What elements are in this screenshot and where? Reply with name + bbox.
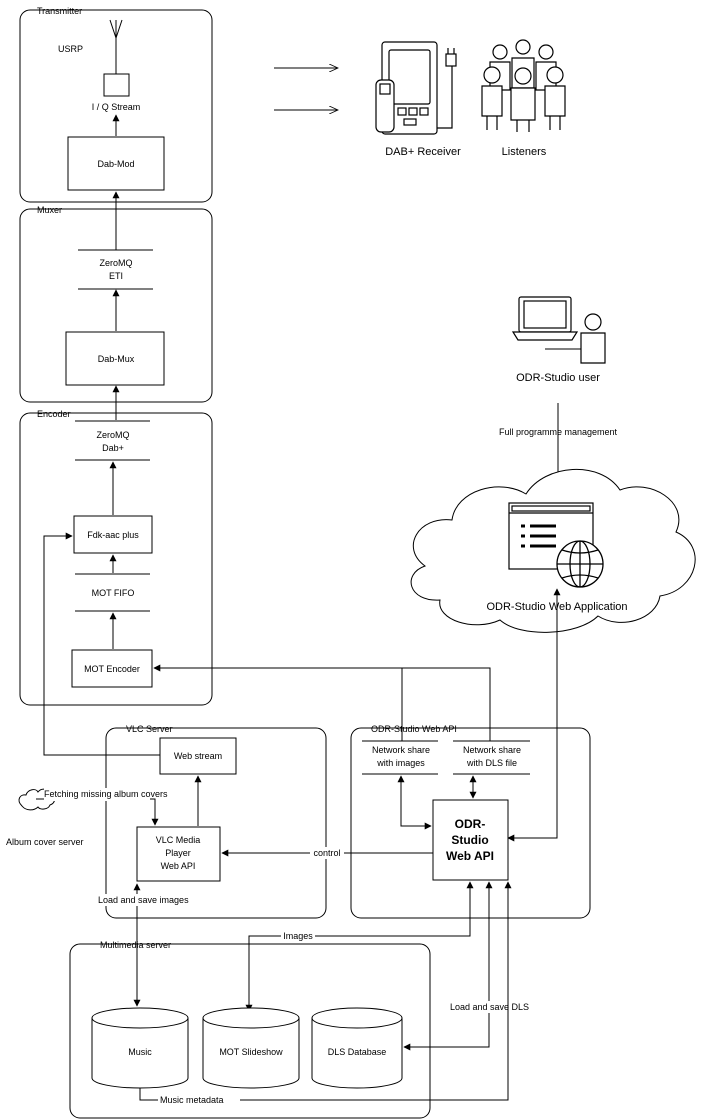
share-dls-line1: Network share <box>463 745 521 755</box>
images-label: Images <box>283 931 313 941</box>
web-stream-to-fdk-connector <box>43 532 160 756</box>
mot-encoder-label: MOT Encoder <box>84 664 140 674</box>
share-images-line1: Network share <box>372 745 430 755</box>
mot-fifo-label: MOT FIFO <box>92 588 135 598</box>
control-label: control <box>313 848 340 858</box>
fdk-aac-box <box>73 515 153 554</box>
vlc-player-line2: Player <box>165 848 191 858</box>
usrp-box <box>103 73 130 97</box>
images-connector <box>245 881 474 1012</box>
odr-api-line3: Web API <box>446 849 494 863</box>
dab-receiver-icon <box>375 41 457 135</box>
music-db-label: Music <box>128 1047 152 1057</box>
odr-api-line1: ODR- <box>455 817 486 831</box>
studio-user-icon <box>511 296 606 364</box>
fdk-aac-label: Fdk-aac plus <box>87 530 139 540</box>
full-programme-management-label: Full programme management <box>499 427 618 437</box>
music-metadata-connector <box>139 881 512 1101</box>
share-images-line2: with images <box>376 758 425 768</box>
vlc-player-line3: Web API <box>161 861 196 871</box>
encoder-zeromq-line2: Dab+ <box>102 443 124 453</box>
muxer-group-title: Muxer <box>37 205 62 215</box>
vlc-player-box <box>136 826 221 882</box>
mot-encoder-box <box>71 649 153 688</box>
encoder-zeromq-line1: ZeroMQ <box>96 430 129 440</box>
dab-mod-box <box>67 136 165 191</box>
share-images-to-api-connector <box>397 775 432 830</box>
music-metadata-label: Music metadata <box>160 1095 224 1105</box>
studio-user-label: ODR-Studio user <box>516 372 600 384</box>
album-cover-server-label: Album cover server <box>6 837 84 847</box>
dab-mux-box <box>65 331 165 386</box>
antenna-icon <box>109 19 123 74</box>
listeners-label: Listeners <box>502 146 547 158</box>
dab-mux-label: Dab-Mux <box>98 354 135 364</box>
dls-connector <box>403 881 493 1051</box>
dls-database-label: DLS Database <box>328 1047 387 1057</box>
web-app-to-api-connector <box>507 588 561 842</box>
odr-api-line2: Studio <box>451 833 488 847</box>
music-database <box>91 1007 189 1089</box>
vlc-server-group <box>105 727 327 919</box>
multimedia-server-group-title: Multimedia server <box>100 940 171 950</box>
dls-database <box>311 1007 403 1089</box>
mot-slideshow-label: MOT Slideshow <box>219 1047 283 1057</box>
odr-web-api-group-title: ODR-Studio Web API <box>371 724 457 734</box>
dab-mod-label: Dab-Mod <box>97 159 134 169</box>
mot-slideshow-database <box>202 1007 300 1089</box>
vlc-server-group-title: VLC Server <box>126 724 173 734</box>
odr-web-api-box <box>432 799 509 881</box>
dab-receiver-label: DAB+ Receiver <box>385 146 461 158</box>
share-dls-line2: with DLS file <box>466 758 517 768</box>
muxer-zeromq-line1: ZeroMQ <box>99 258 132 268</box>
encoder-group-title: Encoder <box>37 409 71 419</box>
usrp-label: USRP <box>58 44 83 54</box>
load-save-images-label: Load and save images <box>98 895 189 905</box>
globe-icon <box>556 540 604 588</box>
muxer-zeromq-line2: ETI <box>109 271 123 281</box>
vlc-player-line1: VLC Media <box>156 835 201 845</box>
load-save-dls-label: Load and save DLS <box>450 1002 529 1012</box>
fetching-covers-label: Fetching missing album covers <box>44 789 168 799</box>
web-stream-box <box>159 737 237 775</box>
listeners-icon <box>481 39 566 132</box>
iq-stream-label: I / Q Stream <box>92 102 141 112</box>
transmitter-group-title: Transmitter <box>37 6 82 16</box>
web-stream-label: Web stream <box>174 751 222 761</box>
